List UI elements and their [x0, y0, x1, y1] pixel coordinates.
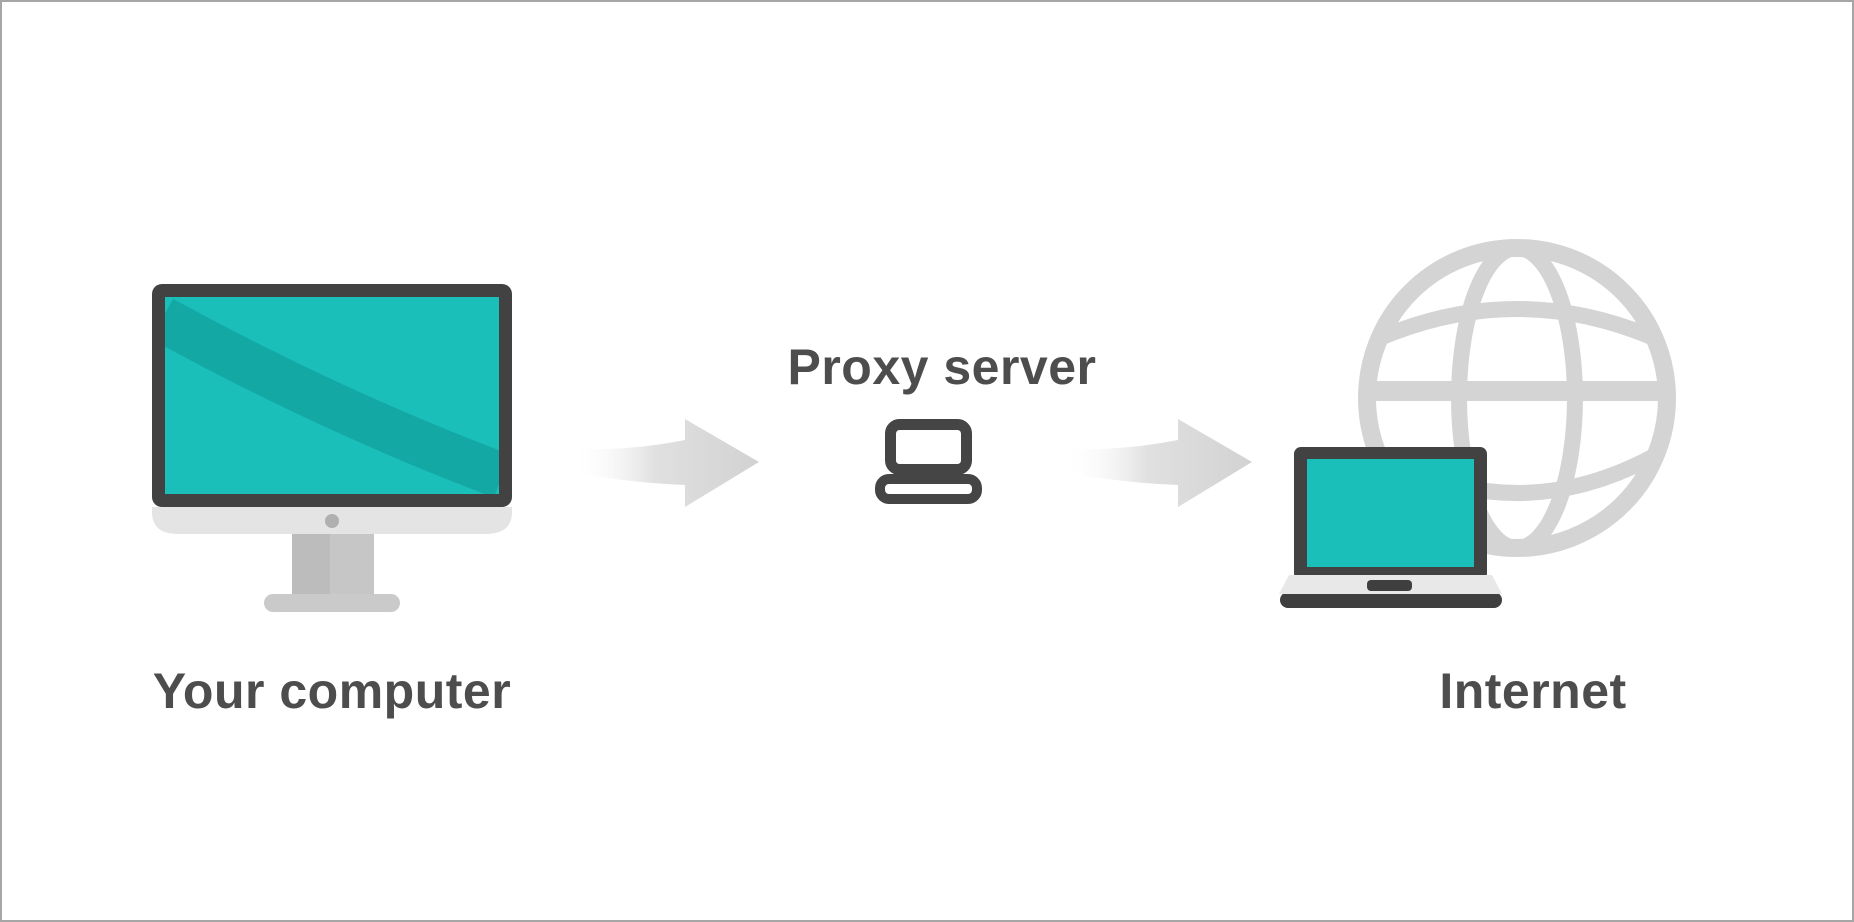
your-computer-label: Your computer — [152, 663, 512, 719]
laptop-outline-icon — [875, 419, 982, 504]
arrow-proxy-to-internet-icon — [1063, 419, 1252, 507]
proxy-server-label: Proxy server — [787, 339, 1097, 395]
laptop-icon — [1279, 447, 1502, 608]
arrow-computer-to-proxy-icon — [570, 419, 759, 507]
desktop-computer-icon — [152, 284, 512, 612]
internet-label: Internet — [1439, 663, 1627, 719]
